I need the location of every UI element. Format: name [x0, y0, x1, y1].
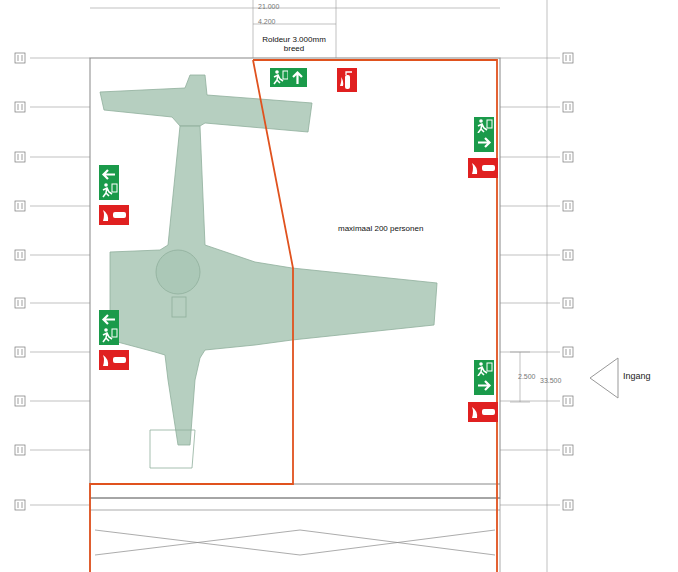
grid-marker [15, 347, 25, 357]
grid-marker [15, 53, 25, 63]
dimension: 21.000 [258, 3, 279, 11]
door-label: Roldeur 3.000mm breed [257, 35, 331, 53]
dimension: 4.200 [258, 18, 276, 26]
grid-marker [15, 102, 25, 112]
grid-line [500, 58, 560, 59]
grid-line [500, 401, 560, 402]
dimension: 2.500 [518, 373, 536, 381]
grid-marker [15, 500, 25, 510]
grid-line [500, 157, 560, 158]
grid-marker [15, 396, 25, 406]
grid-line [30, 157, 90, 158]
grid-line [30, 505, 90, 506]
grid-line [500, 206, 560, 207]
grid-line [30, 352, 90, 353]
grid-line [30, 58, 90, 59]
grid-marker [563, 445, 573, 455]
grid-marker [563, 53, 573, 63]
grid-line [500, 450, 560, 451]
grid-line [30, 303, 90, 304]
grid-line [30, 401, 90, 402]
grid-line [30, 206, 90, 207]
grid-line [500, 352, 560, 353]
grid-marker [15, 445, 25, 455]
grid-marker [563, 201, 573, 211]
dimension: 33.500 [540, 377, 561, 385]
entrance-label: Ingang [623, 371, 651, 381]
grid-marker [563, 298, 573, 308]
grid-line [30, 255, 90, 256]
grid-line [500, 303, 560, 304]
capacity-note: maximaal 200 personen [338, 224, 423, 233]
grid-line [30, 450, 90, 451]
grid-marker [15, 201, 25, 211]
grid-marker [15, 298, 25, 308]
grid-marker [15, 250, 25, 260]
grid-marker [563, 250, 573, 260]
grid-marker [563, 152, 573, 162]
grid-line [500, 505, 560, 506]
grid-marker [563, 500, 573, 510]
grid-marker [563, 347, 573, 357]
grid-marker [563, 396, 573, 406]
grid-line [500, 255, 560, 256]
grid-line [500, 107, 560, 108]
grid-line [30, 107, 90, 108]
grid-marker [15, 152, 25, 162]
grid-marker [563, 102, 573, 112]
